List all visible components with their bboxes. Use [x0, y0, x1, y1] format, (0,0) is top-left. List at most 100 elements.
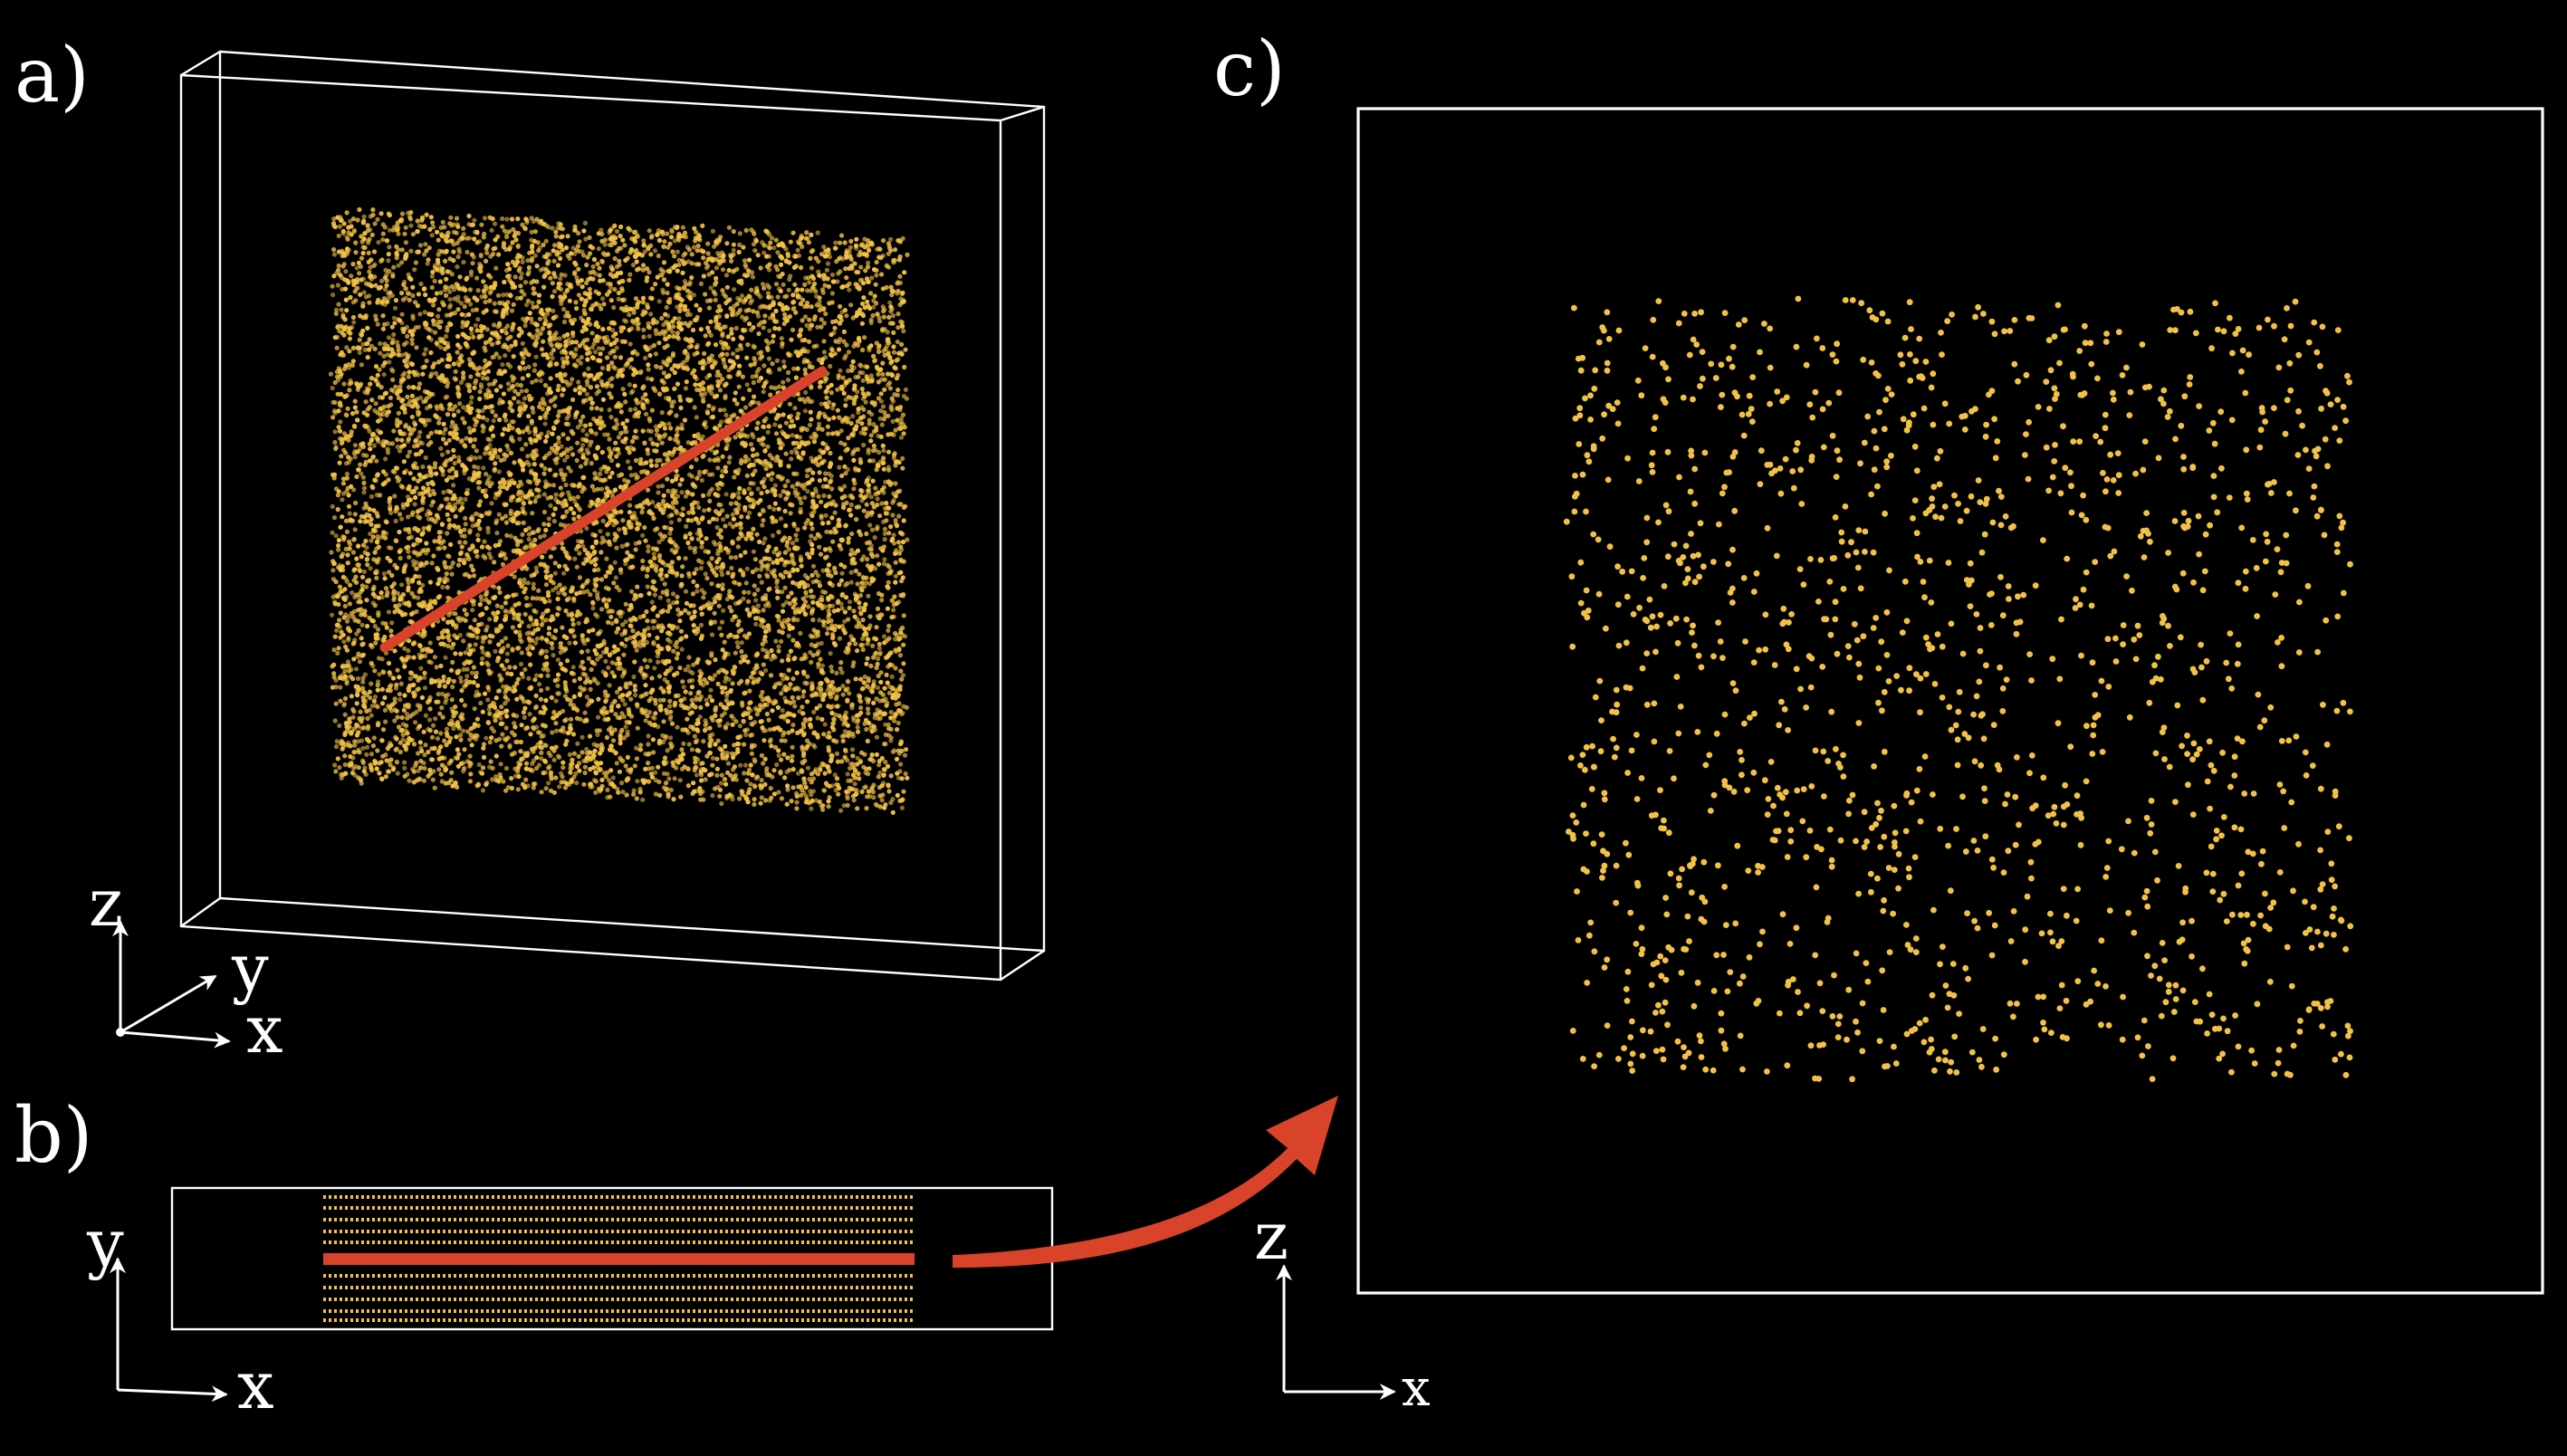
- particle: [725, 761, 732, 766]
- particle: [838, 233, 845, 238]
- particle: [380, 727, 387, 733]
- particle: [487, 740, 493, 745]
- particle: [604, 292, 610, 297]
- particle: [438, 290, 444, 295]
- particle: [815, 324, 820, 330]
- particle: [752, 583, 757, 589]
- particle: [569, 587, 574, 593]
- particle: [543, 438, 549, 444]
- particle: [834, 670, 839, 676]
- particle: [820, 807, 826, 812]
- particle: [802, 367, 808, 372]
- particle: [809, 273, 815, 279]
- particle: [837, 240, 843, 245]
- particle: [563, 350, 569, 356]
- particle: [805, 575, 810, 581]
- particle: [518, 275, 523, 281]
- particle: [694, 500, 700, 505]
- particle: [409, 341, 415, 347]
- particle: [355, 217, 360, 223]
- particle: [880, 309, 886, 314]
- particle: [736, 581, 742, 587]
- particle: [684, 523, 689, 530]
- particle: [477, 602, 483, 608]
- particle: [722, 711, 727, 716]
- particle: [711, 570, 717, 575]
- particle: [684, 634, 689, 639]
- particle: [838, 578, 845, 583]
- particle: [590, 263, 596, 270]
- particle: [724, 513, 730, 519]
- particle: [730, 722, 735, 727]
- particle: [763, 593, 769, 599]
- particle: [646, 733, 651, 739]
- particle: [790, 694, 795, 700]
- particle: [672, 703, 677, 708]
- particle: [471, 334, 476, 340]
- particle: [854, 517, 859, 522]
- particle: [829, 694, 834, 700]
- particle: [357, 206, 362, 213]
- particle: [410, 641, 417, 647]
- particle: [839, 570, 845, 576]
- particle: [496, 469, 502, 474]
- particle: [790, 728, 795, 733]
- particle: [420, 216, 426, 221]
- particle: [743, 227, 749, 233]
- particle: [813, 767, 819, 772]
- particle: [773, 308, 779, 314]
- particle: [372, 694, 378, 700]
- particle: [846, 778, 851, 783]
- particle: [560, 350, 565, 355]
- particle: [627, 382, 633, 388]
- particle: [669, 403, 675, 409]
- particle: [775, 552, 781, 558]
- particle: [455, 408, 461, 414]
- particle: [503, 765, 510, 771]
- particle: [450, 619, 455, 626]
- particle: [766, 356, 772, 361]
- particle: [778, 516, 784, 522]
- particle: [375, 372, 380, 378]
- particle: [876, 490, 881, 495]
- particle: [731, 671, 736, 676]
- particle: [718, 528, 723, 533]
- particle: [727, 374, 733, 379]
- particle: [609, 360, 615, 366]
- particle: [891, 344, 896, 350]
- particle: [360, 250, 366, 256]
- particle: [849, 747, 856, 752]
- particle: [392, 648, 398, 654]
- particle: [510, 240, 515, 245]
- particle: [732, 398, 737, 403]
- particle: [467, 651, 473, 656]
- particle: [432, 278, 437, 284]
- particle: [638, 742, 644, 748]
- particle: [402, 773, 407, 779]
- particle: [795, 247, 800, 253]
- particle: [567, 752, 573, 758]
- particle: [345, 406, 350, 411]
- particle: [409, 579, 416, 584]
- particle: [840, 684, 846, 689]
- particle: [427, 767, 433, 772]
- particle: [534, 724, 540, 730]
- particle: [504, 658, 510, 664]
- particle: [410, 232, 416, 237]
- particle: [498, 384, 503, 389]
- particle: [737, 297, 743, 302]
- particle: [470, 308, 475, 313]
- particle: [618, 741, 623, 746]
- particle: [826, 399, 832, 405]
- particle: [551, 258, 557, 263]
- particle: [782, 508, 788, 514]
- particle: [753, 621, 759, 627]
- particle: [529, 418, 534, 424]
- particle: [605, 795, 610, 800]
- particle: [890, 398, 896, 404]
- particle: [479, 544, 485, 550]
- particle: [611, 522, 617, 528]
- particle: [840, 692, 846, 697]
- particle: [453, 755, 458, 761]
- particle: [571, 483, 577, 488]
